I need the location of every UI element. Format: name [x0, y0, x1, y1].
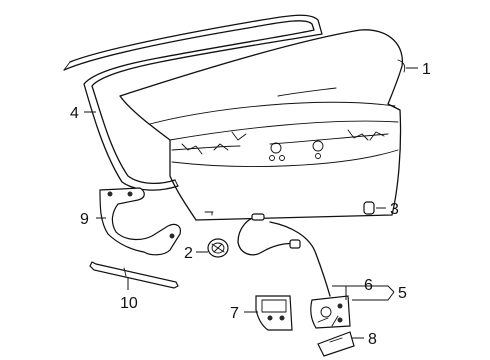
hinge-part — [99, 187, 181, 256]
callout-4: 4 — [70, 105, 79, 122]
latch-assembly-part — [310, 295, 351, 329]
callout-6: 6 — [364, 277, 373, 294]
weatherstrip-part — [63, 14, 323, 191]
leader-lines — [84, 67, 418, 339]
callout-7: 7 — [230, 305, 239, 322]
trunk-lid-part — [119, 29, 406, 221]
striker-part — [255, 295, 293, 331]
callout-8: 8 — [368, 331, 377, 348]
callout-9: 9 — [80, 211, 89, 228]
callout-10: 10 — [120, 295, 138, 312]
callout-3: 3 — [390, 201, 399, 218]
clip-part — [363, 201, 375, 215]
callout-5: 5 — [398, 285, 407, 302]
callout-1: 1 — [422, 61, 431, 78]
callout-2: 2 — [184, 245, 193, 262]
lift-support-part — [89, 261, 179, 289]
release-switch-part — [317, 331, 355, 357]
release-cable-part — [237, 213, 331, 297]
bumper-stop-part — [207, 238, 229, 258]
